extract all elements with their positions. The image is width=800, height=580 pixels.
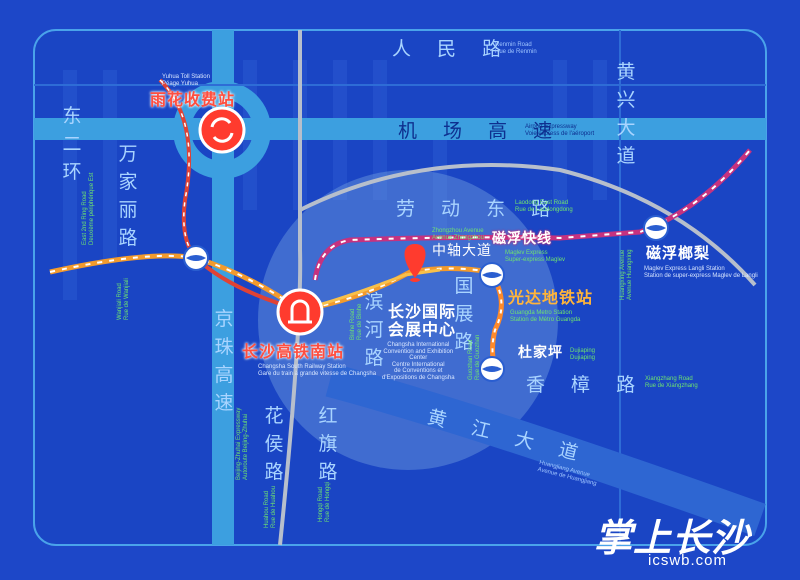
east-2nd-ring-en: East 2nd Ring Road Deuxième périphérique… bbox=[82, 172, 95, 245]
xiangzhang-road-en: Xiangzhang Road Rue de Xiangzhang bbox=[645, 376, 698, 389]
metro-station-icon-guangda bbox=[479, 262, 505, 288]
laodong-road-label: 劳 动 东 路 bbox=[396, 198, 561, 220]
zhongzhou-avenue-label: 中轴大道 bbox=[432, 243, 492, 259]
toll-station-icon bbox=[198, 106, 246, 154]
xiangzhang-road-label: 香 樟 路 bbox=[526, 374, 646, 396]
binhe-road-label: 滨 河 路 bbox=[364, 291, 384, 369]
renmin-road-en: Renmin Road Rue de Renmin bbox=[495, 42, 537, 55]
renmin-road-label: 人 民 路 bbox=[392, 38, 512, 60]
guozhan-road-label: 国 展 路 bbox=[454, 275, 474, 353]
maglev-label: 磁浮快线 bbox=[492, 231, 552, 247]
langli-station-en: Maglev Express Langli Station Station de… bbox=[644, 266, 758, 279]
brand-logo: 掌上长沙 bbox=[594, 516, 751, 560]
jingzhu-expressway-label: 京 珠 高 速 bbox=[214, 308, 234, 414]
south-station-en: Changsha South Railway Station Gare du t… bbox=[258, 364, 377, 377]
toll-station-label: 雨花收费站 bbox=[150, 90, 236, 109]
laodong-road-en: Laodong East Road Rue de Laodongdong bbox=[515, 200, 573, 213]
toll-station-en: Yuhua Toll Station Péage Yuhua bbox=[162, 74, 210, 87]
venue-en: Changsha International Convention and Ex… bbox=[382, 342, 455, 381]
wanjiali-road-label: 万 家 丽 路 bbox=[118, 143, 138, 249]
railway-station-icon bbox=[276, 288, 324, 336]
maglev-station-icon-langli bbox=[643, 215, 669, 241]
railway-vertical bbox=[278, 30, 303, 546]
huahou-road-label: 花 侯 路 bbox=[264, 405, 284, 483]
binhe-road-en: Binhe Road Rue de Binhe bbox=[350, 303, 363, 340]
east-2nd-ring-label: 东 二 环 bbox=[62, 105, 82, 183]
dujiaping-en: Dujiaping Dujiaping bbox=[570, 348, 596, 361]
airport-expressway-en: Airport Expressway Voie express de l'aér… bbox=[525, 124, 595, 137]
dujiaping-label: 杜家坪 bbox=[518, 345, 563, 361]
huangxing-avenue-en: Huangxing Avenue Avenue Huangxing bbox=[620, 249, 633, 300]
metro-station-icon-west bbox=[183, 245, 209, 271]
zhongzhou-avenue-en: Zhongzhou Avenue Avenue Zhongzhou bbox=[432, 228, 484, 241]
maglev-line bbox=[312, 148, 752, 281]
guangda-station-label: 光达地铁站 bbox=[508, 288, 594, 307]
hongqi-road-en: Hongqi Road Rue de Hongqi bbox=[318, 481, 331, 522]
jingzhu-expressway-en: Beijing-Zhuhai Expressway Autoroute Beij… bbox=[236, 407, 249, 480]
huahou-road-en: Huahou Road Rue de Huahou bbox=[264, 485, 277, 528]
huangjiang-avenue bbox=[325, 363, 766, 537]
metro-station-icon-dujiaping bbox=[479, 356, 505, 382]
langli-station-label: 磁浮榔梨 bbox=[646, 244, 711, 262]
guozhan-road-en: Guozhan Road Rue de Guozhan bbox=[468, 334, 481, 380]
roundabout bbox=[173, 81, 271, 179]
venue-pin-icon bbox=[404, 244, 426, 282]
venue-label-line1: 长沙国际 bbox=[388, 302, 457, 321]
guangda-station-en: Guangda Metro Station Station de Métro G… bbox=[510, 310, 581, 323]
venue-label-line2: 会展中心 bbox=[388, 320, 457, 339]
brand-site: icswb.com bbox=[648, 552, 728, 569]
wanjiali-road-en: Wanjiali Road Rue de Wanjiali bbox=[117, 278, 130, 320]
railway-arc bbox=[299, 163, 757, 287]
maglev-en: Maglev Express Super-express Maglev bbox=[505, 250, 566, 263]
huangxing-avenue-label: 黄 兴 大 道 bbox=[616, 61, 636, 167]
jingzhu-expressway bbox=[212, 30, 234, 545]
south-station-label: 长沙高铁南站 bbox=[242, 342, 345, 361]
airport-expressway-label: 机 场 高 速 bbox=[398, 120, 563, 142]
hongqi-road-label: 红 旗 路 bbox=[318, 405, 338, 483]
